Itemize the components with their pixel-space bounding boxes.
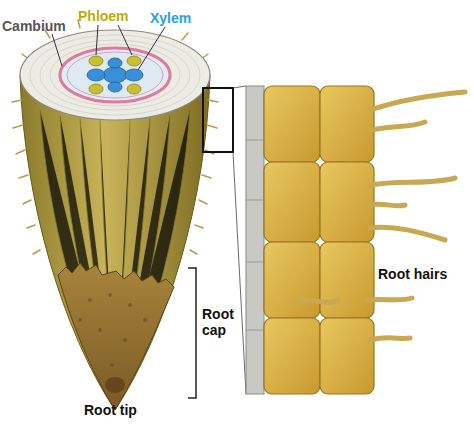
part-label: Root tip [84, 402, 137, 418]
part-label: Root cap [202, 306, 246, 338]
tissue-label: Xylem [150, 10, 191, 26]
tissue-label: Cambium [2, 18, 66, 34]
tissue-label: Phloem [78, 8, 129, 24]
part-label: Root hairs [378, 266, 447, 282]
